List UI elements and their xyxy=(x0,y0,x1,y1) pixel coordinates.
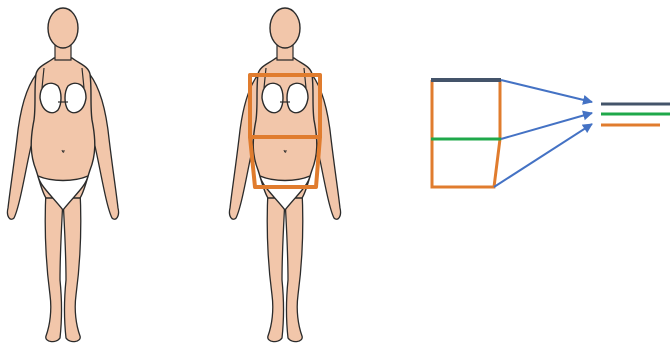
arrows xyxy=(494,80,592,187)
arrow-shoulder xyxy=(501,80,592,102)
arrow-hip xyxy=(494,124,592,187)
figure-with-shape-overlay xyxy=(229,8,340,342)
shape-outline xyxy=(432,80,500,187)
figure-plain xyxy=(7,8,118,342)
abstract-shape xyxy=(431,80,501,187)
result-lines xyxy=(601,104,670,125)
arrow-waist xyxy=(501,113,592,139)
